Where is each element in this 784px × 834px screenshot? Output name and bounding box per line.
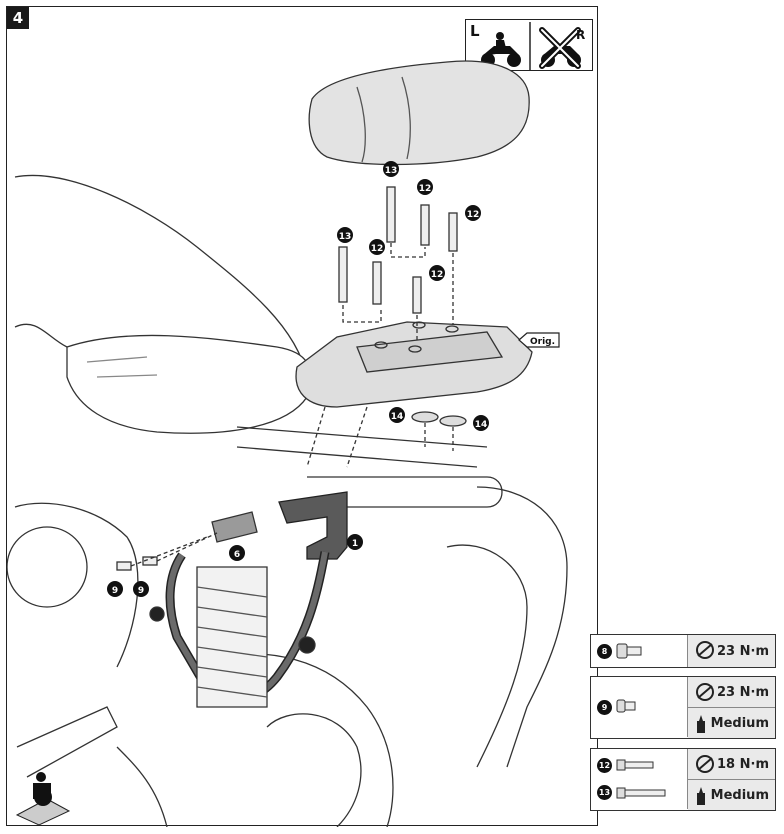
torque-value-part-12-13: 18 N·m <box>717 756 769 772</box>
svg-text:9: 9 <box>112 586 118 596</box>
svg-text:13: 13 <box>385 166 398 176</box>
svg-text:Orig.: Orig. <box>530 337 555 347</box>
threadlocker-value-part-12-13: Medium <box>710 787 769 803</box>
threadlocker-icon <box>697 787 705 805</box>
rider-seat <box>66 334 312 434</box>
part-9-cell: 9 <box>591 677 688 737</box>
svg-text:12: 12 <box>371 244 384 254</box>
left-side-label: L <box>470 22 480 40</box>
callout-13-left: 13 <box>337 227 353 243</box>
threadlocker-value-part-9: Medium <box>710 715 769 731</box>
part-12-badge: 12 <box>597 758 612 773</box>
callout-12-center: 12 <box>429 265 445 281</box>
bolt-12-right <box>448 212 458 252</box>
torque-table-part-8: 8 23 N·m <box>590 634 776 668</box>
callout-12-mid: 12 <box>369 239 385 255</box>
callout-9-right: 9 <box>133 581 149 597</box>
svg-text:14: 14 <box>475 420 488 430</box>
bolt-12-center <box>412 276 422 314</box>
right-side-label: R <box>576 28 586 42</box>
bolt-9-icon <box>616 699 636 713</box>
torque-wrench-icon <box>696 755 714 773</box>
part-9-badge: 9 <box>597 700 612 715</box>
svg-text:13: 13 <box>339 232 352 242</box>
step-number-badge: 4 <box>7 7 29 29</box>
torque-value-part-9: 23 N·m <box>717 684 769 700</box>
instruction-panel: 4 L R <box>6 6 598 827</box>
bolt-12-top <box>420 204 430 246</box>
torque-value-part-8: 23 N·m <box>717 643 769 659</box>
rear-view-motorcycle-icon <box>15 772 71 826</box>
bolt-13-left <box>338 246 348 303</box>
passenger-seat-cushion <box>308 60 530 166</box>
part-8-badge: 8 <box>597 644 612 659</box>
motorcycle-icon <box>481 22 581 70</box>
side-indicator: L R <box>465 19 593 71</box>
callout-14-right: 14 <box>473 415 489 431</box>
bolts-12-13-icon <box>616 759 666 799</box>
bolt-13-top <box>386 186 396 243</box>
callout-13-top: 13 <box>383 161 399 177</box>
callout-12-top: 12 <box>417 179 433 195</box>
original-part-label: Orig. <box>518 332 560 348</box>
callout-12-right: 12 <box>465 205 481 221</box>
svg-text:12: 12 <box>431 270 444 280</box>
part-13-badge: 13 <box>597 785 612 800</box>
svg-text:12: 12 <box>467 210 480 220</box>
threadlocker-icon <box>697 715 705 733</box>
svg-text:12: 12 <box>419 184 432 194</box>
part-8-cell: 8 <box>591 635 688 667</box>
svg-text:9: 9 <box>138 586 144 596</box>
svg-text:14: 14 <box>391 412 404 422</box>
callout-1: 1 <box>347 534 363 550</box>
svg-text:1: 1 <box>352 539 358 549</box>
torque-wrench-icon <box>696 683 714 701</box>
callout-6: 6 <box>229 545 245 561</box>
callout-14-left: 14 <box>389 407 405 423</box>
torque-table-part-12-13: 12 13 18 N·m Medium <box>590 748 776 811</box>
fuel-tank-outline <box>14 174 308 378</box>
svg-text:6: 6 <box>234 550 240 560</box>
bolt-8-icon <box>616 643 642 659</box>
bolt-12-mid <box>372 261 382 305</box>
callout-9-left: 9 <box>107 581 123 597</box>
torque-wrench-icon <box>696 641 714 659</box>
part-12-13-cell: 12 13 <box>591 749 688 809</box>
assembly-illustration: Orig. 13 12 12 13 12 12 14 14 1 6 9 9 <box>7 60 568 827</box>
bracket-part-1 <box>278 491 348 560</box>
torque-table-part-9: 9 23 N·m Medium <box>590 676 776 739</box>
